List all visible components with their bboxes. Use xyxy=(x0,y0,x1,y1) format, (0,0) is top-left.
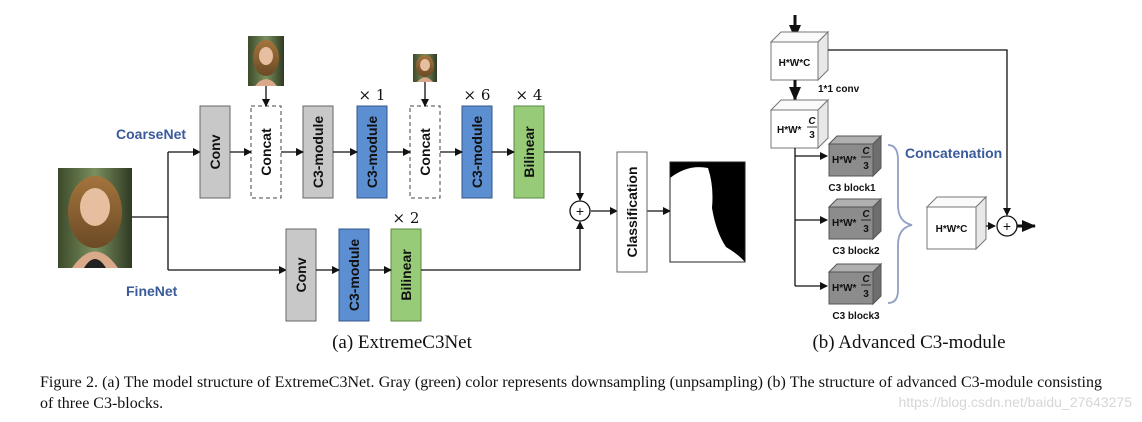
c3-block-3: H*W* C 3 C3 block3 xyxy=(827,262,883,322)
coarse-conv-block xyxy=(199,105,231,199)
c3-block-2-frac-num: C xyxy=(862,209,870,220)
c3-block-2-frac-den: 3 xyxy=(863,224,869,235)
fine-c3-label: C3-module xyxy=(346,239,362,312)
fine-branch: Conv C3-module Bilinear × 2 xyxy=(285,209,422,322)
c3-block-2-label: C3 block2 xyxy=(832,246,880,257)
fine-conv-label: Conv xyxy=(293,257,309,292)
c3-block-1-label: C3 block1 xyxy=(828,183,876,194)
advanced-top-cube: H*W*C xyxy=(769,30,830,82)
figure-caption: Figure 2. (a) The model structure of Ext… xyxy=(40,374,1102,412)
finenet-label: FineNet xyxy=(126,283,178,299)
coarse-c3-label-1: C3-module xyxy=(310,116,326,189)
c3-block-3-cube-label: H*W* xyxy=(832,283,857,294)
c3-block-3-frac-num: C xyxy=(862,274,870,285)
concat-input-image-2 xyxy=(413,54,437,82)
top-cube-label: H*W*C xyxy=(779,58,811,69)
c3-block-1: H*W* C 3 C3 block1 xyxy=(827,134,883,194)
mid-cube-frac-num: C xyxy=(808,116,816,127)
coarsenet-label: CoarseNet xyxy=(116,126,186,142)
coarse-c3-mult-2: × 1 xyxy=(359,86,386,104)
fine-bilinear-label: Bilinear xyxy=(398,249,414,301)
coarse-arrows xyxy=(230,82,584,201)
sum-node: + xyxy=(569,200,591,222)
input-portrait-image xyxy=(58,168,132,268)
advanced-branch-lines xyxy=(794,148,828,290)
coarse-concat-label-1: Concat xyxy=(258,128,274,176)
c3-block-1-frac-num: C xyxy=(862,146,870,157)
conv-label: 1*1 conv xyxy=(818,84,860,95)
fine-arrows xyxy=(316,207,671,274)
fine-bilinear-mult: × 2 xyxy=(393,209,420,227)
classification-block xyxy=(616,151,648,273)
architecture-diagram: CoarseNet FineNet Conv Concat C3-module … xyxy=(58,15,1036,353)
advanced-sum-node: + xyxy=(996,215,1018,237)
concat-input-image-1 xyxy=(248,36,284,86)
coarse-conv-label: Conv xyxy=(207,134,223,169)
c3-block-3-label: C3 block3 xyxy=(832,311,880,322)
svg-text:+: + xyxy=(1003,218,1011,234)
concatenation-bracket xyxy=(887,144,913,304)
coarse-bilinear-mult: × 4 xyxy=(516,86,543,104)
c3-block-2-cube-label: H*W* xyxy=(832,218,857,229)
mid-cube-frac-den: 3 xyxy=(809,130,815,141)
coarse-bilinear-label: Bilinear xyxy=(521,126,537,178)
coarse-bilinear-block xyxy=(513,105,545,199)
advanced-output-cube: H*W*C xyxy=(925,195,988,251)
subcaption-b: (b) Advanced C3-module xyxy=(812,332,1005,353)
fine-bilinear-block xyxy=(390,228,422,322)
coarse-c3-mult-3: × 6 xyxy=(464,86,491,104)
coarse-branch: Conv Concat C3-module C3-module × 1 Conc… xyxy=(199,86,545,199)
fine-conv-block xyxy=(285,228,317,322)
coarse-c3-block-3 xyxy=(461,105,493,199)
c3-block-1-frac-den: 3 xyxy=(863,161,869,172)
coarse-c3-label-2: C3-module xyxy=(364,116,380,189)
watermark: https://blog.csdn.net/baidu_27643275 xyxy=(898,394,1132,410)
c3-block-3-frac-den: 3 xyxy=(863,289,869,300)
mid-cube-label: H*W* xyxy=(777,125,802,136)
c3-block-1-cube-label: H*W* xyxy=(832,155,857,166)
coarse-concat-label-2: Concat xyxy=(417,128,433,176)
output-cube-label: H*W*C xyxy=(936,224,968,235)
classification-label: Classification xyxy=(624,166,640,257)
output-mask-image xyxy=(669,161,746,263)
advanced-mid-cube: H*W* C 3 xyxy=(769,98,830,150)
advanced-skip-connection xyxy=(828,49,1011,230)
coarse-c3-label-3: C3-module xyxy=(469,116,485,189)
fine-c3-block xyxy=(338,228,370,322)
c3-block-2: H*W* C 3 C3 block2 xyxy=(827,197,883,257)
concatenation-label: Concatenation xyxy=(905,145,1002,161)
svg-text:+: + xyxy=(576,203,584,219)
subcaption-a: (a) ExtremeC3Net xyxy=(332,332,473,353)
input-connections xyxy=(132,148,287,274)
